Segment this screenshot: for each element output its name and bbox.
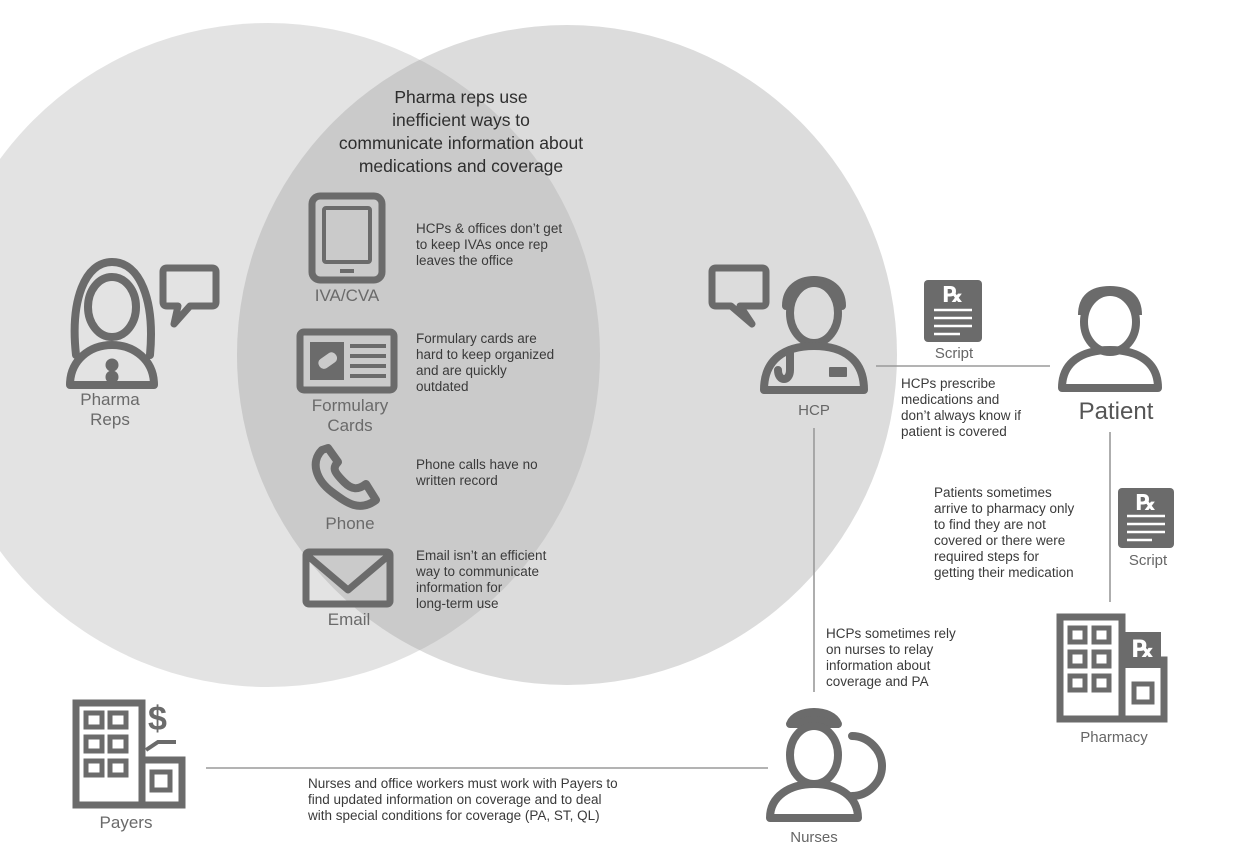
page-title: Pharma reps use inefficient ways to comm… bbox=[338, 87, 584, 176]
actor-label-pharmacy: Pharmacy bbox=[1080, 729, 1148, 746]
script-document-icon bbox=[1118, 488, 1174, 548]
formulary-card-icon bbox=[296, 328, 398, 394]
note-patient-pharmacy: Patients sometimes arrive to pharmacy on… bbox=[934, 485, 1075, 580]
channel-note-iva: HCPs & offices don’t get to keep IVAs on… bbox=[416, 221, 563, 268]
venn-overlap bbox=[237, 25, 600, 685]
rx-glyph: ℞ bbox=[943, 282, 963, 307]
note-hcp-patient: HCPs prescribe medications and don’t alw… bbox=[901, 376, 1022, 439]
doctor-icon bbox=[760, 276, 868, 394]
script-label: Script bbox=[1128, 552, 1168, 569]
note-nurses-payers: Nurses and office workers must work with… bbox=[308, 776, 618, 823]
rx-glyph: ℞ bbox=[1136, 490, 1156, 515]
channel-note-phone: Phone calls have no written record bbox=[416, 457, 538, 488]
channel-label-email: Email bbox=[327, 610, 371, 629]
actor-label-hcp: HCP bbox=[798, 402, 830, 419]
script-document-icon bbox=[924, 280, 982, 342]
envelope-icon bbox=[302, 548, 394, 608]
dollar-sign-icon: $ bbox=[148, 700, 167, 738]
phone-icon bbox=[311, 444, 380, 510]
pharmacy-building-icon bbox=[1056, 613, 1168, 723]
rx-glyph: ℞ bbox=[1132, 636, 1154, 663]
channel-label-iva: IVA/CVA bbox=[314, 286, 380, 305]
script-label: Script bbox=[934, 345, 974, 362]
tablet-icon bbox=[308, 192, 386, 284]
payers-building-icon bbox=[72, 699, 186, 809]
patient-icon bbox=[1058, 286, 1162, 392]
actor-label-nurses: Nurses bbox=[790, 829, 838, 846]
nurse-icon bbox=[766, 708, 886, 822]
channel-label-formulary: Formulary Cards bbox=[311, 396, 389, 435]
channel-label-phone: Phone bbox=[325, 514, 375, 533]
channel-note-formulary: Formulary cards are hard to keep organiz… bbox=[416, 331, 555, 394]
pharma-rep-icon bbox=[66, 258, 158, 389]
speech-bubble-icon bbox=[159, 264, 220, 328]
speech-bubble-icon bbox=[708, 264, 770, 328]
actor-label-payers: Payers bbox=[99, 813, 153, 832]
note-hcp-nurses: HCPs sometimes rely on nurses to relay i… bbox=[826, 626, 956, 689]
channel-note-email: Email isn’t an efficient way to communic… bbox=[416, 548, 547, 611]
actor-label-pharma-reps: Pharma Reps bbox=[80, 390, 140, 429]
actor-label-patient: Patient bbox=[1078, 398, 1154, 425]
